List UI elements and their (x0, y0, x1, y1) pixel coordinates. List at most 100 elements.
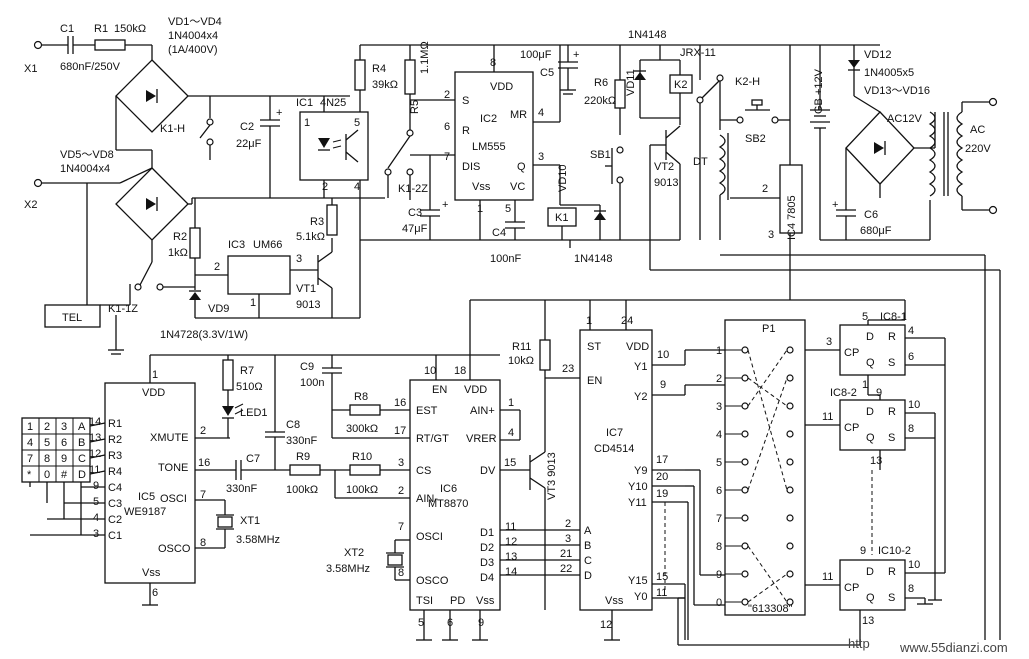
r10-value: 100kΩ (346, 484, 378, 496)
ic4-pin2: 2 (762, 183, 768, 195)
ic2-vdd: VDD (490, 81, 513, 93)
p1-right-contact (786, 458, 794, 466)
ic7-y2: Y2 (634, 391, 647, 403)
keypad-key-label: # (61, 469, 68, 481)
ic2-label: IC2 (480, 113, 497, 125)
ic10-2-label: IC10-2 (878, 545, 911, 557)
ic6-en: EN (432, 384, 447, 396)
terminal-x1: X1 (24, 63, 37, 75)
c6-plus: + (832, 199, 838, 211)
r5-label: R5 (409, 100, 421, 114)
ic5-pin6: 6 (152, 587, 158, 599)
ic7-en: EN (587, 375, 602, 387)
ic8-1-pin3: 3 (826, 336, 832, 348)
ic5-c4: C4 (108, 482, 122, 494)
r8-value: 300kΩ (346, 423, 378, 435)
ic2-pin3: 3 (538, 151, 544, 163)
ic1-pin1: 1 (304, 117, 310, 129)
ic7-pin10: 10 (657, 349, 669, 361)
keypad-key-label: 6 (61, 437, 67, 449)
sb1-label: SB1 (590, 149, 611, 161)
keypad-row-wire (89, 470, 106, 475)
ic6-osci: OSCI (416, 531, 443, 543)
p1-right-contact (786, 346, 794, 354)
p1-left-contact (741, 346, 749, 354)
ic6-d1: D1 (480, 527, 494, 539)
ic4-label: IC4 7805 (786, 195, 798, 240)
c9-label: C9 (300, 361, 314, 373)
ic8-2-q: Q (866, 432, 875, 444)
r5-value: 1.1MΩ (419, 41, 431, 74)
ic8-1-label: IC8-1 (880, 311, 907, 323)
ic6-pin3: 3 (398, 457, 404, 469)
ic8-1-pin1: 1 (862, 379, 868, 391)
keypad-key-label: 2 (44, 421, 50, 433)
p1-left-label: 9 (716, 569, 722, 581)
c3-label: C3 (408, 207, 422, 219)
ic8-2-pin10: 10 (908, 399, 920, 411)
r9-value: 100kΩ (286, 484, 318, 496)
ic2-part: LM555 (472, 141, 506, 153)
r3-label: R3 (310, 216, 324, 228)
ic5-label: IC5 (138, 491, 155, 503)
terminal-x2: X2 (24, 199, 37, 211)
ic4-pin3: 3 (768, 229, 774, 241)
ic7-pin20: 20 (656, 471, 668, 483)
p1-code: "613308" (748, 603, 793, 615)
r1-label: R1 (94, 23, 108, 35)
ic6-tsi: TSI (416, 595, 433, 607)
ic5-r1: R1 (108, 418, 122, 430)
vd12-part: 1N4005x5 (864, 67, 914, 79)
ic7-y9: Y9 (634, 465, 647, 477)
ic6-pin17: 17 (394, 425, 406, 437)
ic8-1-pin5: 5 (862, 311, 868, 323)
ic7-pin21: 21 (560, 548, 572, 560)
ic7-pin2: 2 (565, 518, 571, 530)
ic7-label: IC7 (606, 427, 623, 439)
ic7-vdd: VDD (626, 341, 649, 353)
p1-right-contact (786, 542, 794, 550)
ic5-pin12: 12 (89, 448, 101, 460)
ic5-pin7: 7 (200, 489, 206, 501)
p1-left-contact (741, 542, 749, 550)
ic8-1-flipflop: IC8-1 D R CP Q S 5 3 4 6 1 (805, 311, 945, 395)
ic6-d3: D3 (480, 557, 494, 569)
k2h-label: K2-H (735, 76, 760, 88)
ic7-y0: Y0 (634, 591, 647, 603)
ic6-pin13: 13 (505, 551, 517, 563)
c6-value: 680μF (860, 225, 892, 237)
ic1-optocoupler: IC1 4N25 1 5 2 4 (296, 90, 369, 240)
gb-label: GB +12V (813, 68, 825, 114)
power-supply-section: VD12 1N4005x5 VD13～VD16 AC12V + C6 680μF… (620, 44, 998, 241)
ic6-vdd: VDD (464, 384, 487, 396)
ic7-pin23: 23 (562, 363, 574, 375)
r10-label: R10 (352, 451, 372, 463)
ic7-pin9: 9 (660, 379, 666, 391)
p1-label: P1 (762, 323, 775, 335)
ic5-vdd: VDD (142, 387, 165, 399)
ic6-cs: CS (416, 465, 431, 477)
p1-left-label: 2 (716, 373, 722, 385)
ic6-pin16: 16 (394, 397, 406, 409)
ic5-osco: OSCO (158, 543, 191, 555)
ic1-pin4: 4 (354, 181, 360, 193)
ic5-xmute: XMUTE (150, 432, 189, 444)
ic6-pin7: 7 (398, 521, 404, 533)
c7-value: 330nF (226, 483, 257, 495)
ic6-dv: DV (480, 465, 496, 477)
ic5-r2: R2 (108, 434, 122, 446)
c5-label: C5 (540, 67, 554, 79)
ic8-1-pin6: 6 (908, 351, 914, 363)
ic7-a: A (584, 525, 592, 537)
vd9-part: 1N4728(3.3V/1W) (160, 329, 248, 341)
ic2-pin2: 2 (444, 89, 450, 101)
c2-plus: + (276, 107, 282, 119)
c2-label: C2 (240, 121, 254, 133)
keypad-key-label: * (27, 469, 32, 481)
c5-value: 100μF (520, 49, 552, 61)
keypad-key-label: 5 (44, 437, 50, 449)
k2-section: 1N4148 VD11 K2 JRX-11 VT2 9013 K2-H (625, 29, 760, 270)
ic5-pin13: 13 (89, 432, 101, 444)
